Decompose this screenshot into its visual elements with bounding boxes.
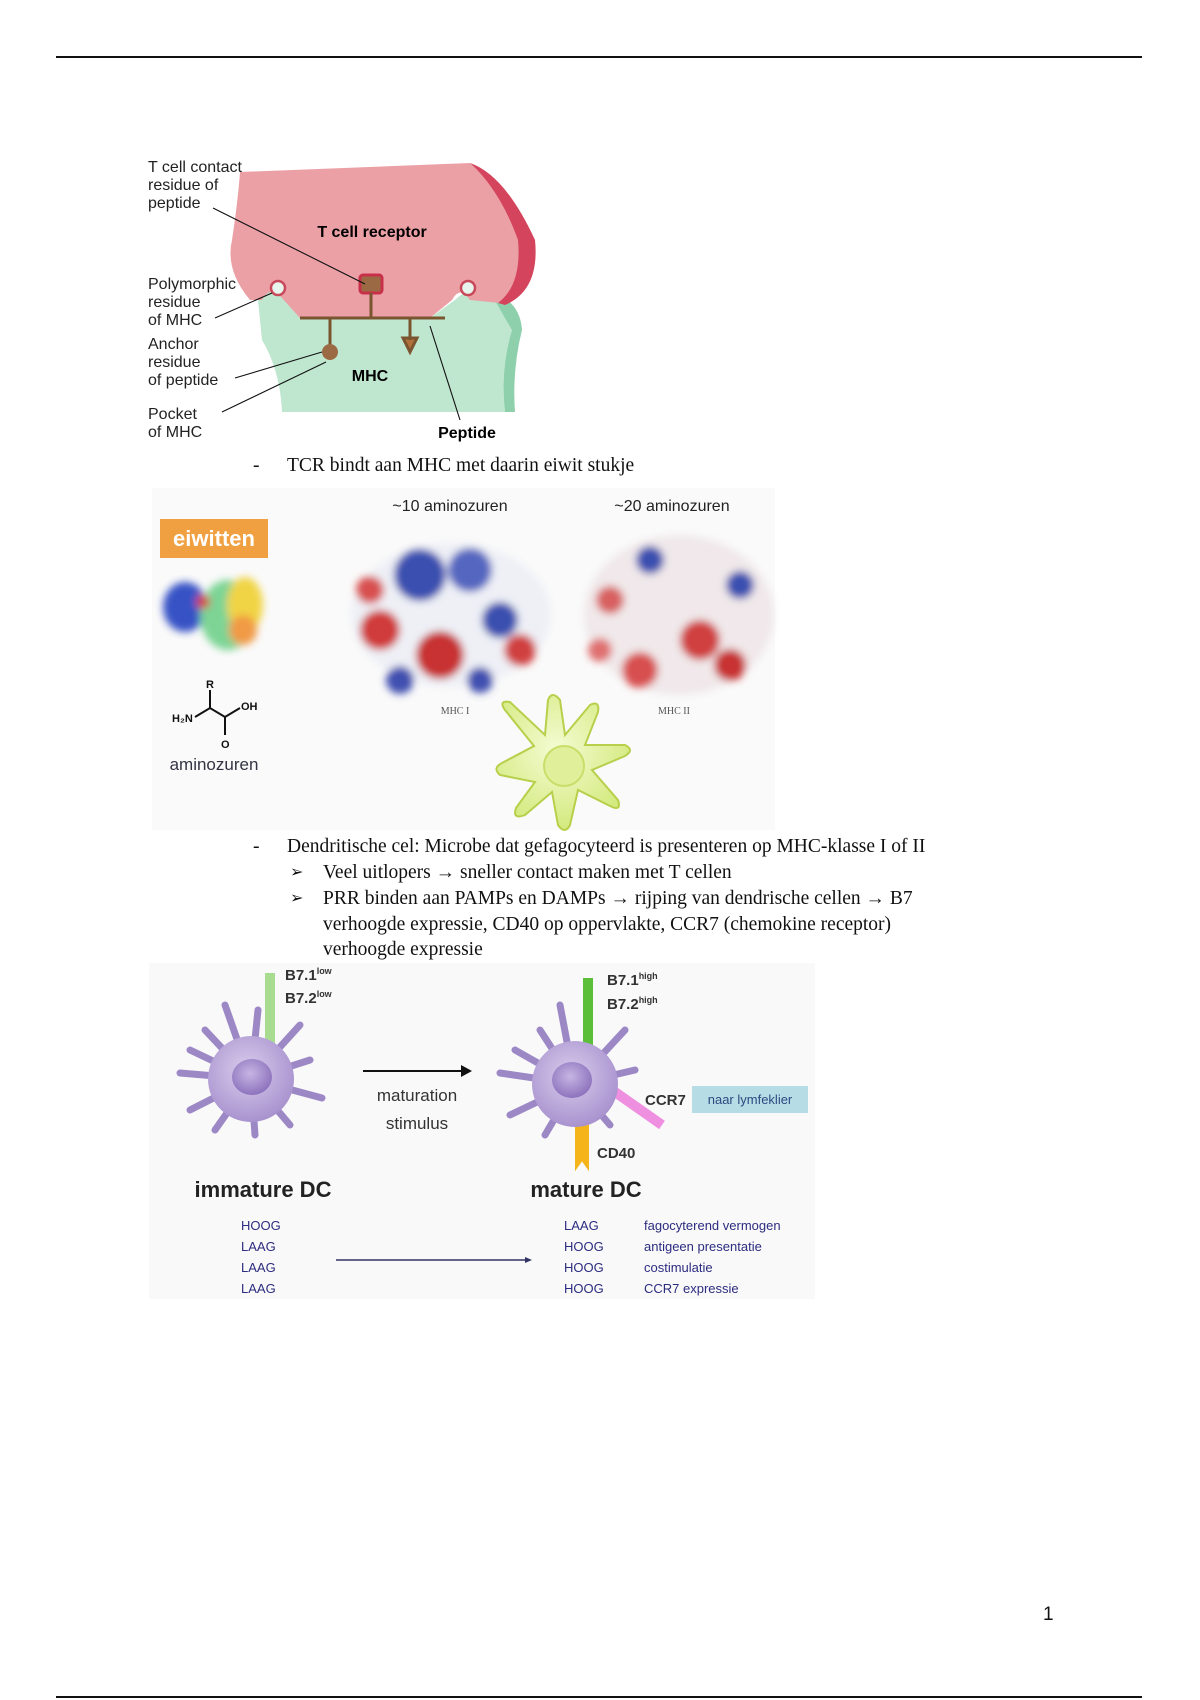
label-anchor-3: of peptide bbox=[148, 372, 218, 389]
label-tcr: T cell receptor bbox=[317, 224, 426, 241]
bullet-dash: - bbox=[253, 836, 260, 857]
svg-text:R: R bbox=[206, 679, 214, 691]
footer-rule bbox=[56, 1696, 1142, 1698]
tcr-mhc-diagram: T cell contact residue of peptide Polymo… bbox=[148, 159, 536, 442]
header-rule bbox=[56, 56, 1142, 58]
mature-dc-title: mature DC bbox=[530, 1177, 641, 1202]
naar-lymfeklier-label: naar lymfeklier bbox=[708, 1092, 793, 1107]
svg-text:HOOG: HOOG bbox=[564, 1239, 604, 1254]
tcr-text: TCR bindt aan MHC met daarin eiwit stukj… bbox=[287, 455, 635, 476]
b7-high-bar bbox=[583, 978, 593, 1050]
sub-bullet-2-line-1: PRR binden aan PAMPs en DAMPs → rijping … bbox=[323, 888, 913, 909]
svg-text:LAAG: LAAG bbox=[564, 1218, 599, 1233]
bullet-dash: - bbox=[253, 455, 260, 476]
maturation-label: maturation bbox=[377, 1086, 457, 1105]
svg-text:O: O bbox=[221, 739, 230, 751]
svg-text:H₂N: H₂N bbox=[172, 713, 193, 725]
ccr7-bar bbox=[612, 1087, 665, 1130]
label-anchor-2: residue bbox=[148, 354, 201, 371]
svg-text:B7.2low: B7.2low bbox=[285, 989, 333, 1007]
svg-text:LAAG: LAAG bbox=[241, 1281, 276, 1296]
svg-text:costimulatie: costimulatie bbox=[644, 1260, 713, 1275]
sub-bullet-icon: ➢ bbox=[290, 864, 304, 881]
svg-text:B7.2high: B7.2high bbox=[607, 995, 658, 1013]
svg-text:LAAG: LAAG bbox=[241, 1239, 276, 1254]
svg-text:HOOG: HOOG bbox=[241, 1218, 281, 1233]
label-peptide: Peptide bbox=[438, 425, 496, 442]
label-contact-2: residue of bbox=[148, 177, 219, 194]
label-contact-1: T cell contact bbox=[148, 159, 243, 176]
label-polymorphic-1: Polymorphic bbox=[148, 276, 236, 293]
eiwitten-badge bbox=[160, 519, 268, 558]
svg-text:B7.1low: B7.1low bbox=[285, 966, 333, 984]
mhc-shape bbox=[258, 288, 513, 412]
svg-text:antigeen presentatie: antigeen presentatie bbox=[644, 1239, 762, 1254]
svg-text:OH: OH bbox=[241, 701, 258, 713]
label-polymorphic-3: of MHC bbox=[148, 312, 202, 329]
amino-acid-structure bbox=[194, 690, 241, 735]
stimulus-label: stimulus bbox=[386, 1114, 448, 1133]
dendritic-cell-icon bbox=[495, 694, 631, 831]
label-mhc: MHC bbox=[352, 368, 389, 385]
mhc2-label: MHC II bbox=[658, 706, 690, 717]
mhc1-count: ~10 aminozuren bbox=[392, 498, 507, 515]
ccr7-label: CCR7 bbox=[645, 1092, 686, 1109]
mhc1-surface-image bbox=[351, 543, 551, 694]
label-anchor-1: Anchor bbox=[148, 336, 199, 353]
svg-text:CCR7 expressie: CCR7 expressie bbox=[644, 1281, 739, 1296]
sub-bullet-icon: ➢ bbox=[290, 890, 304, 907]
label-pocket-1: Pocket bbox=[148, 406, 197, 423]
svg-text:B7.1high: B7.1high bbox=[607, 971, 658, 989]
nucleus bbox=[232, 1059, 272, 1095]
label-polymorphic-2: residue bbox=[148, 294, 201, 311]
sub-bullet-1: Veel uitlopers → sneller contact maken m… bbox=[323, 862, 732, 883]
svg-text:LAAG: LAAG bbox=[241, 1260, 276, 1275]
property-table: HOOG LAAG LAAG LAAG LAAG HOOG HOOG HOOG … bbox=[241, 1218, 781, 1296]
mhc1-label: MHC I bbox=[441, 706, 470, 717]
b7-low-bar bbox=[265, 973, 275, 1048]
eiwitten-label: eiwitten bbox=[173, 526, 255, 551]
arrow-head bbox=[461, 1065, 472, 1077]
tcr-shape bbox=[230, 163, 521, 318]
label-pocket-2: of MHC bbox=[148, 424, 202, 441]
naar-lymfeklier-box bbox=[692, 1086, 808, 1113]
sub-bullet-2-line-3: verhoogde expressie bbox=[323, 939, 483, 960]
page-number: 1 bbox=[1043, 1604, 1054, 1625]
aminozuren-label: aminozuren bbox=[170, 755, 259, 774]
cd40-label: CD40 bbox=[597, 1145, 635, 1162]
protein-ribbon-image bbox=[163, 577, 263, 650]
immature-dc-title: immature DC bbox=[195, 1177, 332, 1202]
mhc-peptide-figure: eiwitten R H₂N OH O aminozuren ~10 amino… bbox=[152, 488, 775, 831]
dendritic-text: Dendritische cel: Microbe dat gefagocyte… bbox=[287, 836, 926, 857]
label-contact-3: peptide bbox=[148, 195, 201, 212]
svg-text:HOOG: HOOG bbox=[564, 1260, 604, 1275]
mhc2-surface-image bbox=[584, 535, 774, 695]
mhc2-count: ~20 aminozuren bbox=[614, 498, 729, 515]
svg-text:HOOG: HOOG bbox=[564, 1281, 604, 1296]
svg-text:fagocyterend vermogen: fagocyterend vermogen bbox=[644, 1218, 781, 1233]
sub-bullet-2-line-2: verhoogde expressie, CD40 op oppervlakte… bbox=[323, 914, 892, 935]
dc-maturation-figure: B7.1low B7.2low maturation stimulus B7.1… bbox=[149, 963, 815, 1299]
